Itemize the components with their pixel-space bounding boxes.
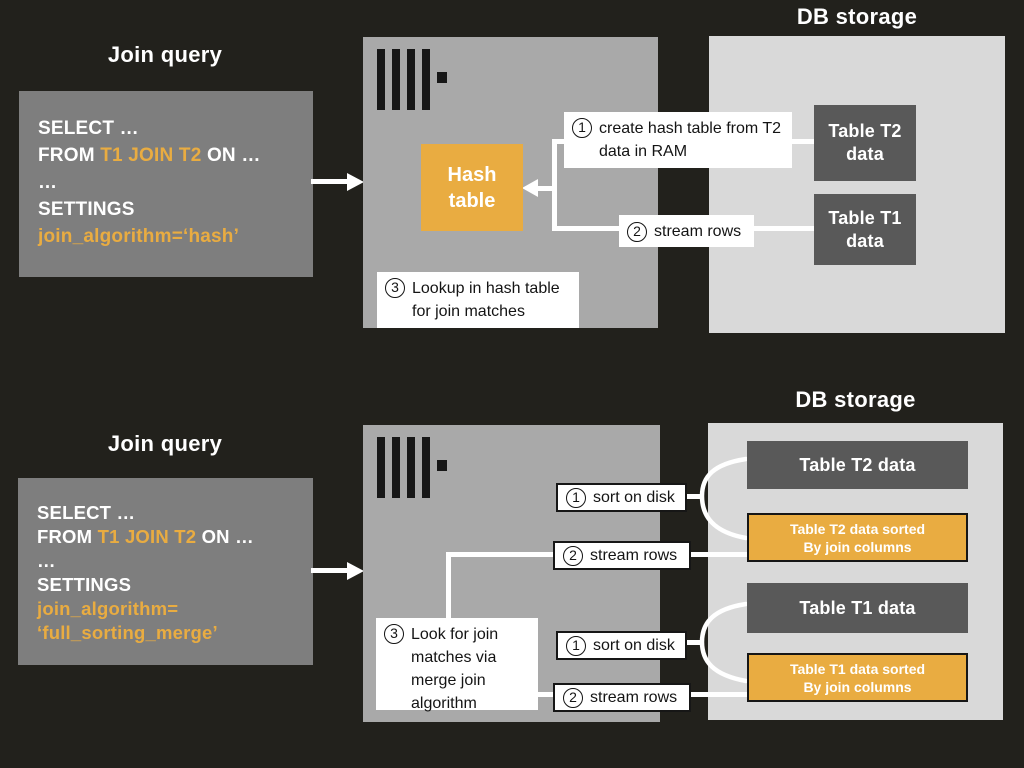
sql-ellipsis-line: … [38,172,58,193]
callout-lookup-hash-table: 3 Lookup in hash table for join matches [377,272,579,328]
callout-stream-rows: 2 stream rows [619,215,754,247]
callout-stream-t1: 2 stream rows [553,683,691,712]
connector-step3-vertical [446,552,451,620]
merge-join-query-box: SELECT … FROM T1 JOIN T2 ON … … SETTINGS… [18,478,313,665]
hash-join-storage-title: DB storage [796,4,918,29]
hash-join-query-box: SELECT … FROM T1 JOIN T2 ON … … SETTINGS… [19,91,313,277]
sql-algorithm-line2: ‘full_sorting_merge’ [37,622,218,643]
sql-algorithm-line: join_algorithm=‘hash’ [38,226,240,247]
merge-join-query-title: Join query [107,431,223,456]
connector-to-hash-table [537,186,554,191]
hash-join-query-title: Join query [107,42,223,67]
table-t2-sorted-box: Table T2 data sorted By join columns [747,513,968,562]
table-t1-data-box: Table T1 data [747,583,968,633]
callout-create-hash-table: 1 create hash table from T2 data in RAM [564,112,792,168]
step-1-badge: 1 [566,488,586,508]
arrow-right-icon [347,173,364,191]
step-2-badge: 2 [563,546,583,566]
table-t2-data-box: Table T2 data [814,105,916,181]
merge-join-storage-title: DB storage [795,387,916,412]
sql-join-tables: T1 JOIN T2 [97,526,197,547]
arrow-right-icon [347,562,364,580]
sql-select-line: SELECT … [37,502,136,523]
table-t1-data-box: Table T1 data [814,194,916,265]
query-to-server-arrow [311,179,349,184]
connector-sort-t2 [685,494,704,499]
callout-sort-t1: 1 sort on disk [556,631,687,660]
step-1-badge: 1 [572,118,592,138]
table-t2-data-box: Table T2 data [747,441,968,489]
sql-algorithm-line1: join_algorithm= [37,598,179,619]
connector-bracket-line [552,139,557,230]
sql-from-line: FROM T1 JOIN T2 ON … [38,145,261,166]
connector-sort-t1 [685,640,704,645]
hash-table-box: Hash table [421,144,523,231]
step-3-badge: 3 [384,624,404,644]
sql-join-tables: T1 JOIN T2 [100,145,202,166]
sql-settings-line: SETTINGS [37,574,132,595]
step-2-badge: 2 [563,688,583,708]
arrow-left-icon [522,179,538,197]
hash-join-storage-panel [709,36,1005,333]
table-t1-sorted-box: Table T1 data sorted By join columns [747,653,968,702]
sql-settings-line: SETTINGS [38,199,135,220]
step-1-badge: 1 [566,636,586,656]
callout-merge-join-lookup: 3 Look for join matches via merge join a… [376,618,538,712]
callout-stream-t2: 2 stream rows [553,541,691,570]
query-to-server-arrow [311,568,349,573]
clickhouse-logo-icon [377,437,449,499]
sql-from-line: FROM T1 JOIN T2 ON … [37,526,254,547]
sql-select-line: SELECT … [38,118,139,139]
callout-sort-t2: 1 sort on disk [556,483,687,512]
sql-ellipsis-line: … [37,550,56,571]
step-2-badge: 2 [627,221,647,242]
step-3-badge: 3 [385,278,405,298]
clickhouse-logo-icon [377,49,449,111]
